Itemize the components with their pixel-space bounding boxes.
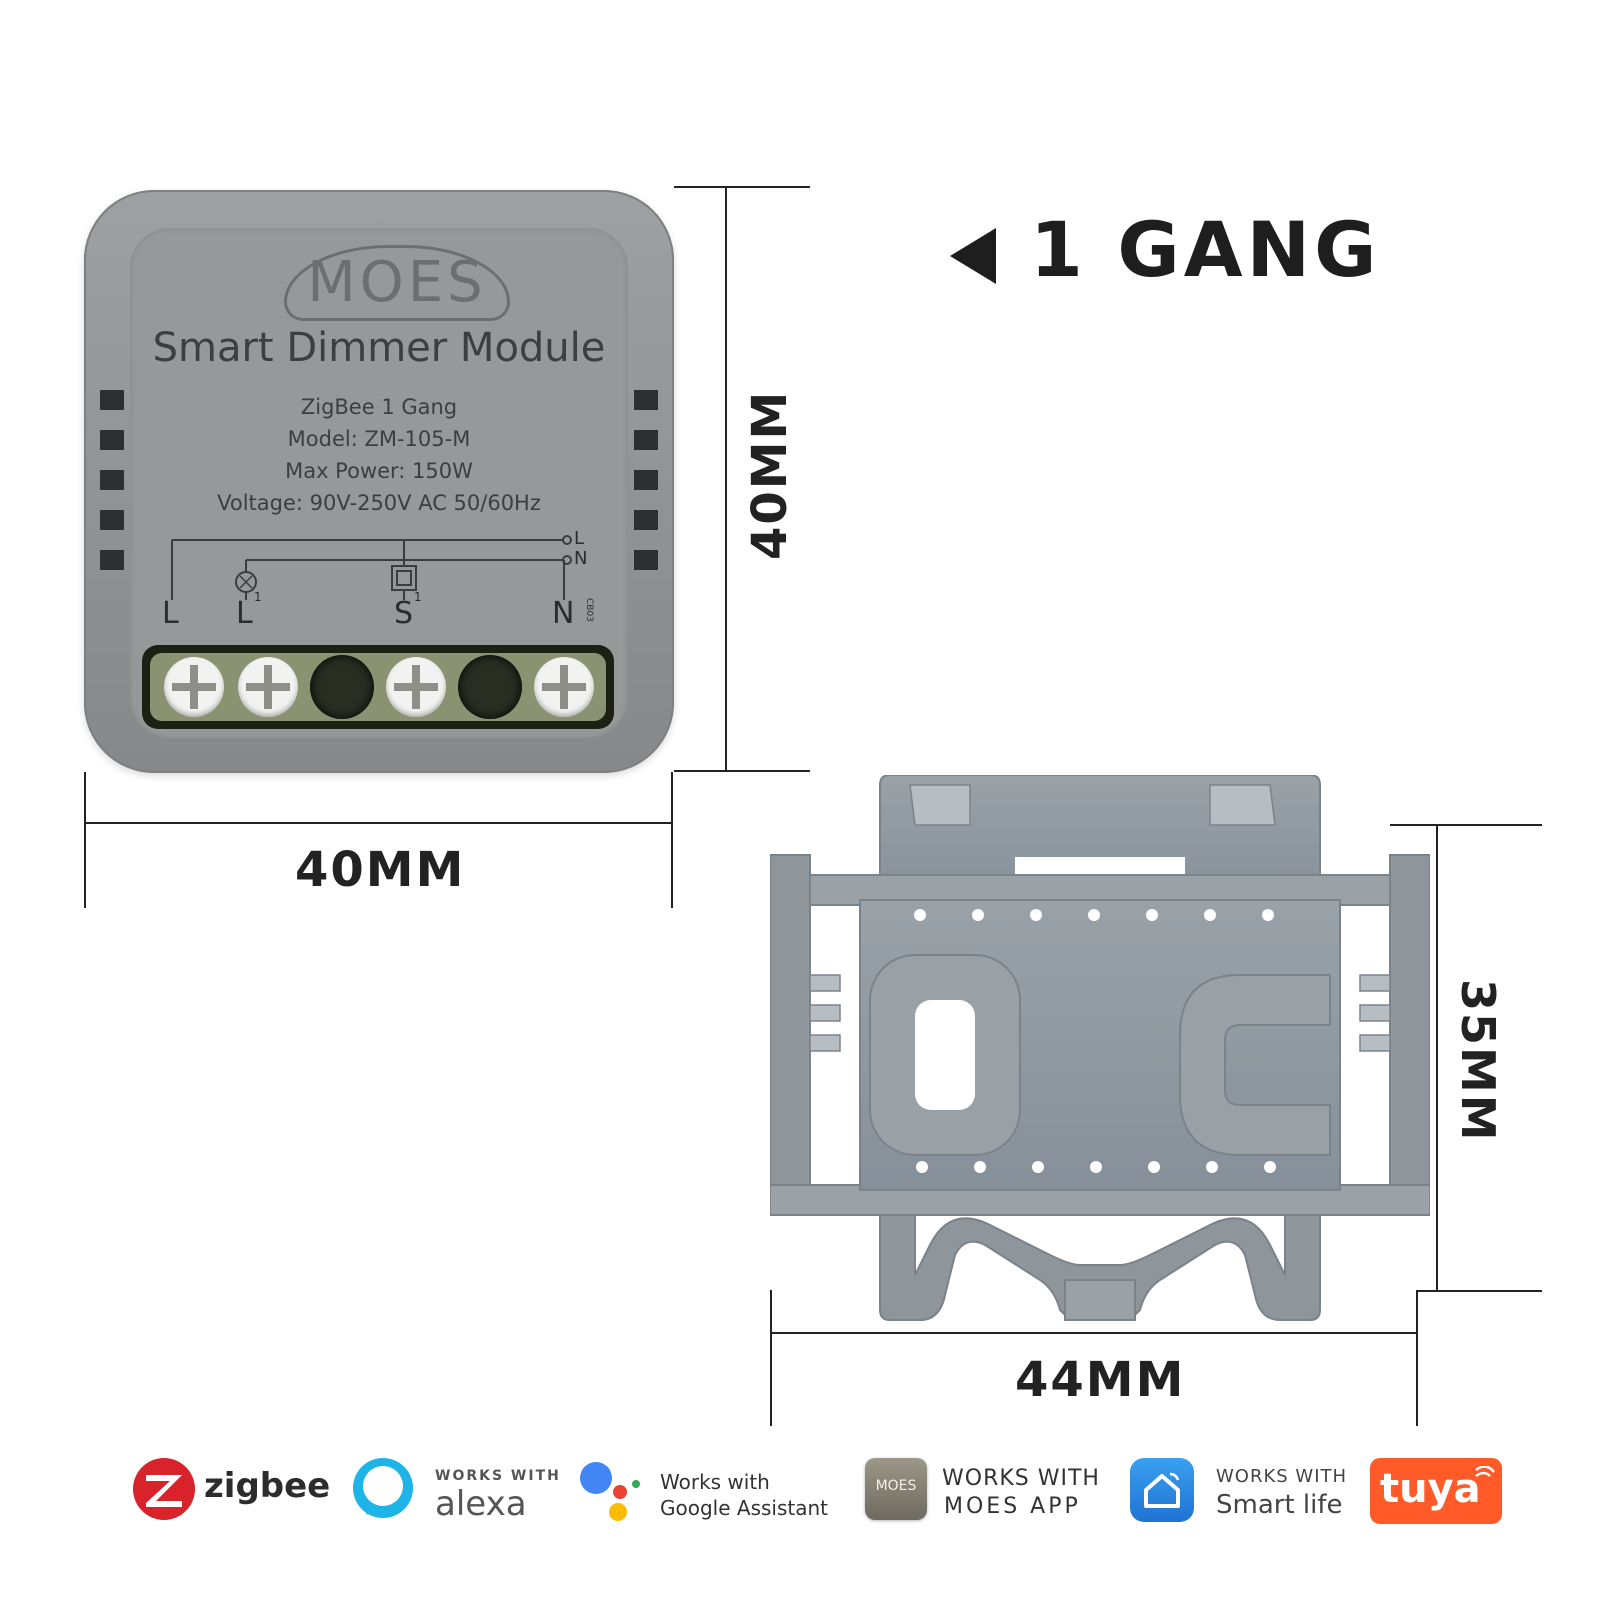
- tuya-label: tuya: [1380, 1466, 1481, 1512]
- supply-label-l: L: [574, 528, 585, 549]
- home-icon: [1144, 1472, 1180, 1508]
- smart-life-icon: [1130, 1458, 1194, 1522]
- dim-line-bracket-right: [1416, 1290, 1418, 1426]
- tuya-logo: tuya: [1370, 1458, 1502, 1524]
- dim-line-module-bottom: [674, 770, 810, 772]
- google-works-with: Works with: [660, 1470, 770, 1494]
- vent-slot: [100, 510, 124, 530]
- screw-terminal-n: [534, 657, 594, 717]
- dim-bracket-width: 44MM: [1015, 1352, 1186, 1408]
- wiring-diagram: [171, 535, 572, 600]
- vent-slot: [100, 550, 124, 570]
- signal-icon: [1475, 1466, 1495, 1478]
- dim-line-module-vertical: [725, 186, 727, 772]
- smart-life-works-with: WORKS WITH: [1216, 1466, 1348, 1487]
- moes-app-icon-text: MOES: [875, 1478, 917, 1494]
- zigbee-label: zigbee: [204, 1466, 331, 1506]
- screw-terminal-s1: [386, 657, 446, 717]
- terminal-superscript: 1: [254, 590, 262, 604]
- dimmer-module: MOES Smart Dimmer Module ZigBee 1 Gang M…: [84, 190, 674, 773]
- gang-label: 1 GANG: [1030, 205, 1381, 294]
- dim-line-bracket-top: [1390, 824, 1542, 826]
- moes-app-label: MOES APP: [944, 1494, 1081, 1519]
- moes-app-icon: MOES: [865, 1458, 927, 1520]
- module-line-2: Model: ZM-105-M: [287, 427, 471, 451]
- module-line-1: ZigBee 1 Gang: [300, 395, 458, 419]
- dim-line-module-top: [674, 186, 810, 188]
- terminal-bed: [150, 653, 606, 721]
- mounting-bracket: [770, 775, 1430, 1321]
- dim-module-height: 40MM: [742, 389, 798, 560]
- alexa-icon: [353, 1458, 413, 1518]
- dim-module-width: 40MM: [295, 842, 466, 898]
- vent-slot: [634, 510, 658, 530]
- screw-terminal-l: [164, 657, 224, 717]
- terminal-hole: [310, 655, 374, 719]
- vent-slot: [100, 430, 124, 450]
- dim-line-bracket-horizontal: [770, 1332, 1418, 1334]
- terminal-block: [142, 645, 614, 729]
- module-title: Smart Dimmer Module: [152, 325, 606, 371]
- dim-line-module-horizontal: [84, 822, 672, 824]
- vent-slot: [634, 390, 658, 410]
- moes-works-with: WORKS WITH: [942, 1466, 1100, 1491]
- module-line-3: Max Power: 150W: [285, 459, 473, 483]
- module-line-4: Voltage: 90V-250V AC 50/60Hz: [217, 491, 541, 515]
- cert-code: CB03: [584, 598, 594, 622]
- left-triangle-icon: [950, 228, 996, 284]
- alexa-works-with: WORKS WITH: [435, 1468, 561, 1484]
- supply-label-n: N: [574, 548, 588, 569]
- dim-line-bracket-left: [770, 1290, 772, 1426]
- terminal-label-n: N: [552, 596, 575, 631]
- terminal-label-l: L: [162, 596, 179, 631]
- vent-slot: [634, 470, 658, 490]
- alexa-label: alexa: [435, 1484, 527, 1524]
- terminal-hole: [458, 655, 522, 719]
- google-assistant-icon: [580, 1462, 640, 1521]
- screw-terminal-l1: [238, 657, 298, 717]
- terminal-superscript: 1: [414, 590, 422, 604]
- vent-slot: [634, 430, 658, 450]
- dim-line-bracket-bottom: [1416, 1290, 1542, 1292]
- smart-life-label: Smart life: [1216, 1490, 1343, 1520]
- google-assistant-label: Google Assistant: [660, 1496, 828, 1520]
- zigbee-icon: [133, 1458, 195, 1520]
- dim-line-module-right: [671, 772, 673, 908]
- terminal-label-l1: L: [236, 596, 253, 631]
- dim-bracket-height: 35MM: [1451, 979, 1505, 1143]
- dim-line-module-left: [84, 772, 86, 908]
- vent-slot: [634, 550, 658, 570]
- vent-slot: [100, 390, 124, 410]
- vent-slot: [100, 470, 124, 490]
- dim-line-bracket-vertical: [1436, 824, 1438, 1292]
- terminal-label-s1: S: [394, 596, 414, 631]
